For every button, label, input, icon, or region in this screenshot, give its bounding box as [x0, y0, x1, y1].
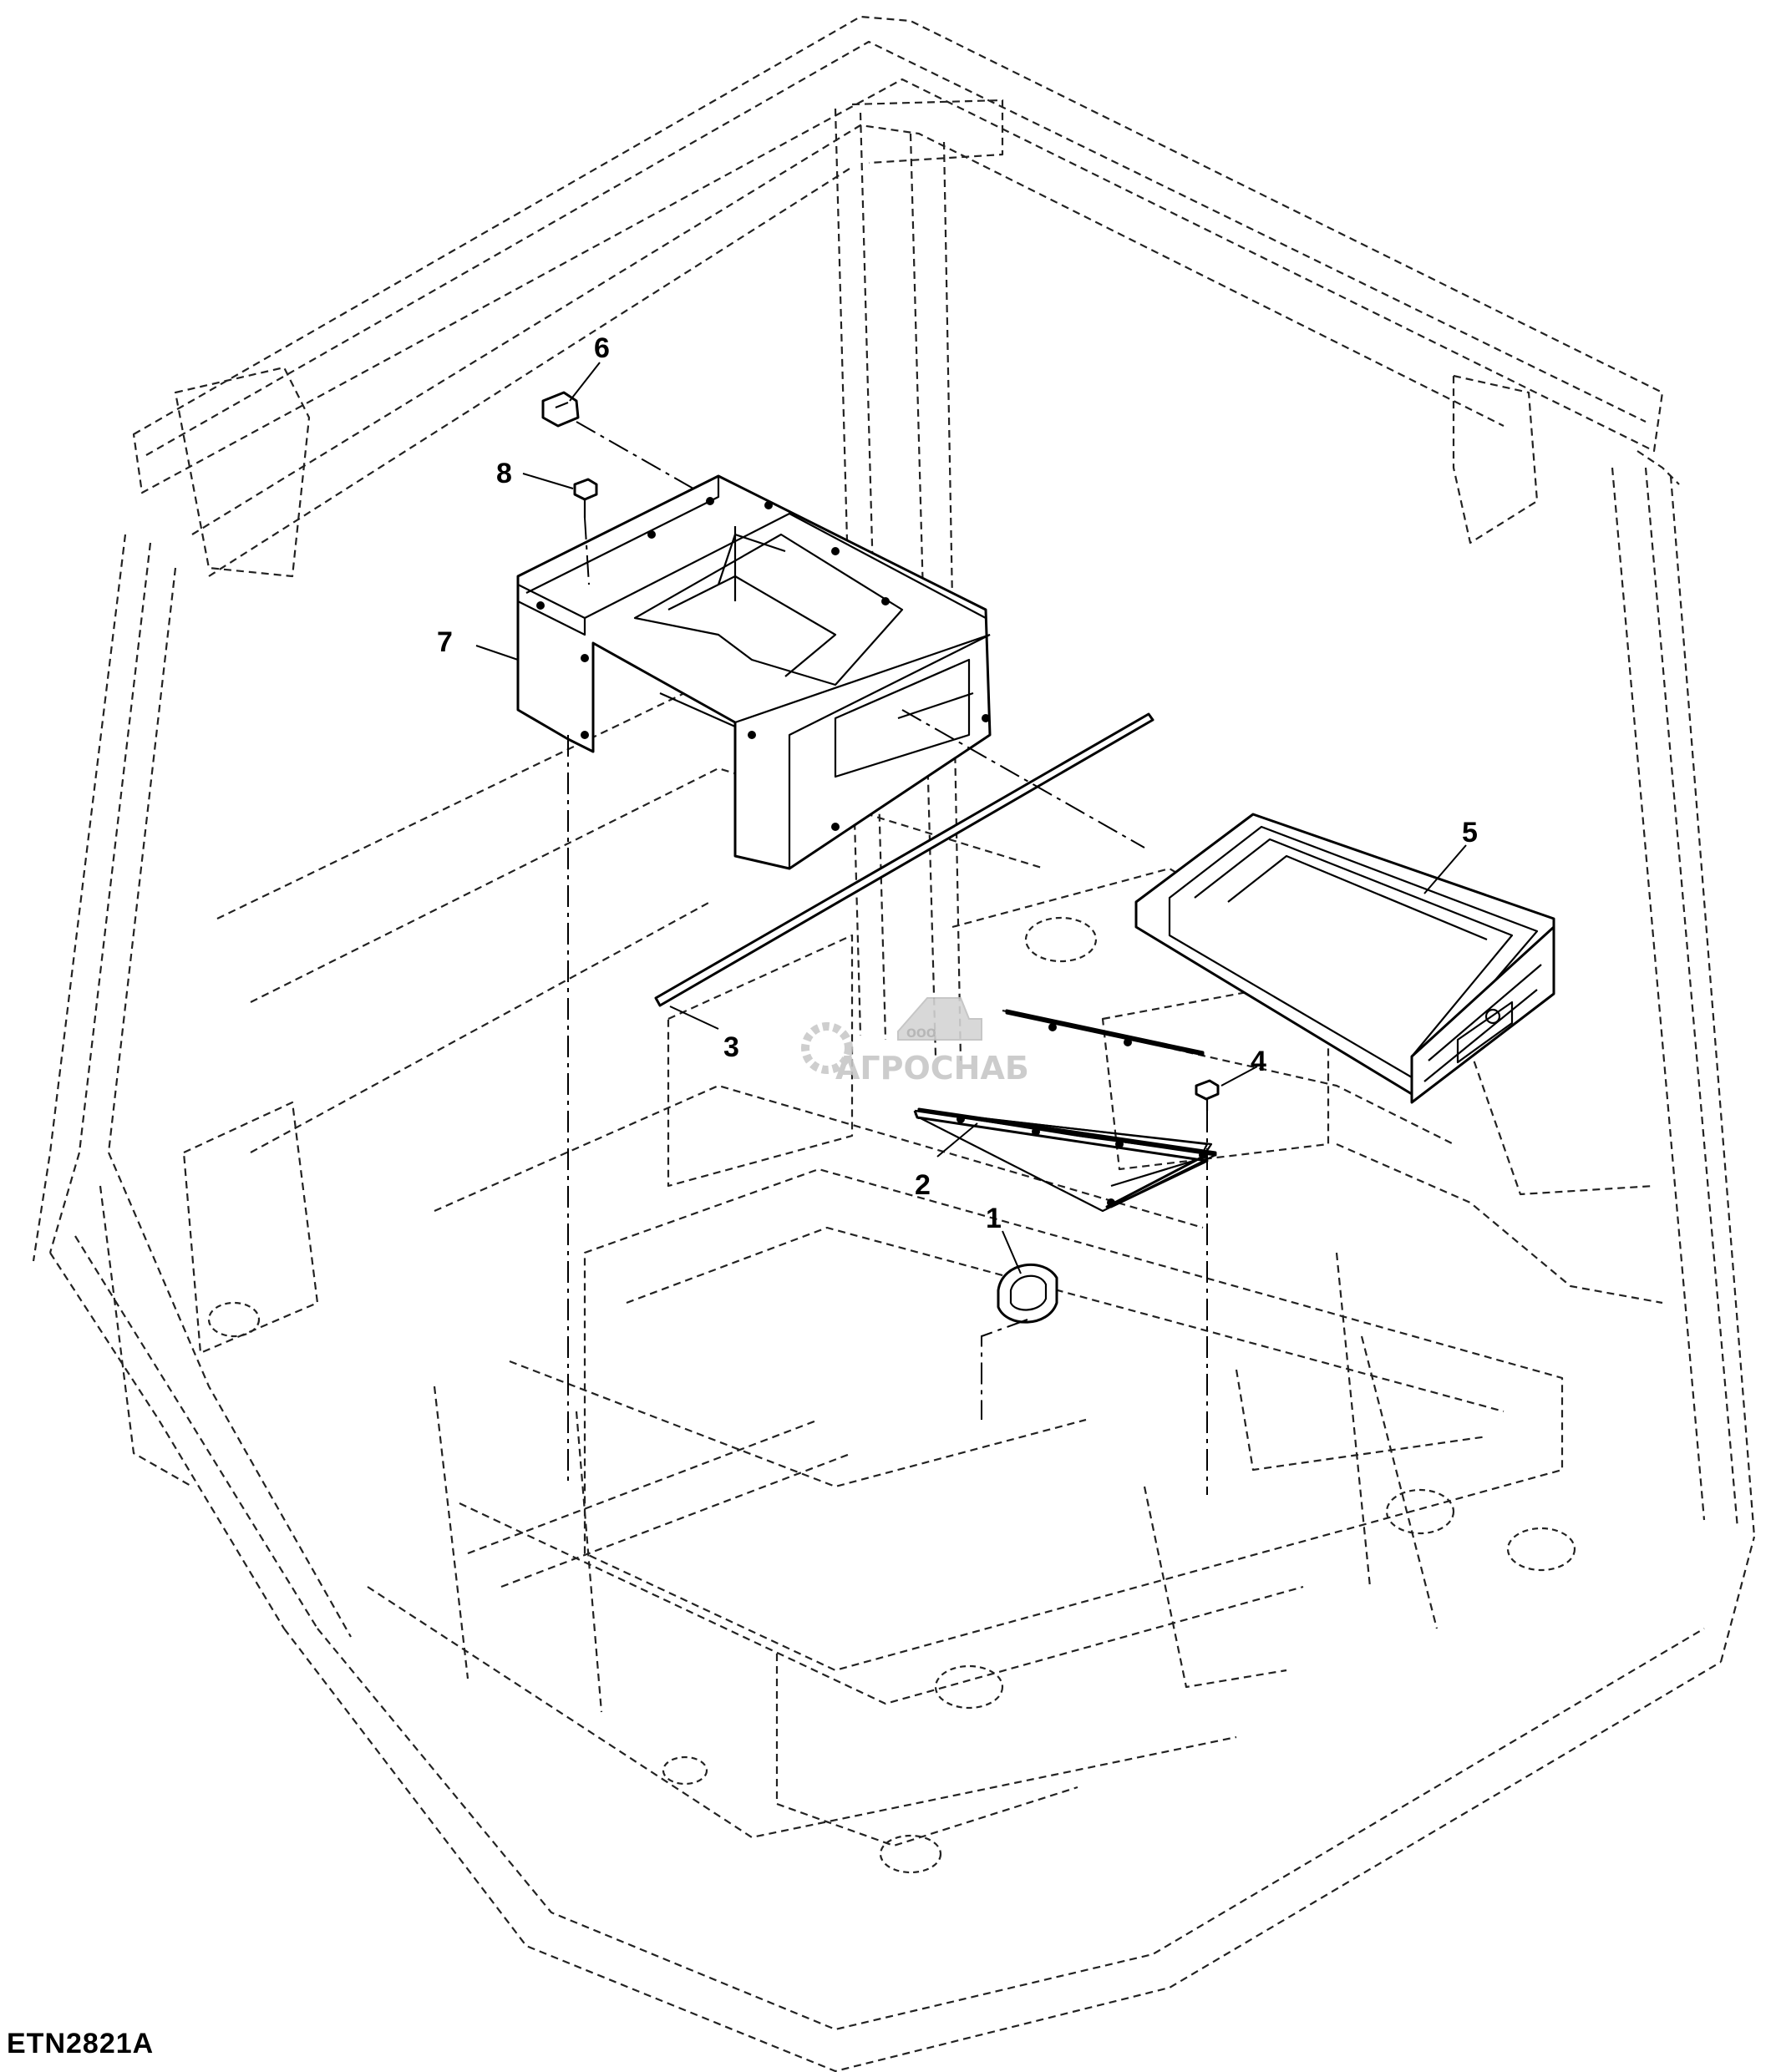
- callout-4: 4: [1251, 1046, 1266, 1077]
- callout-6: 6: [594, 332, 610, 364]
- storage-housing-part-7: [516, 474, 992, 870]
- callout-7: 7: [437, 626, 453, 658]
- assembly-lines: [567, 421, 1208, 1495]
- grommet-part-1: [997, 1264, 1058, 1324]
- clip-nut-part-6: [541, 391, 580, 428]
- callout-8: 8: [496, 458, 512, 489]
- watermark-logo: ООО АГРОСНАБ: [801, 997, 1029, 1087]
- callout-5: 5: [1462, 817, 1478, 849]
- drawer-tray-part-5: [1134, 813, 1555, 1104]
- callout-1: 1: [986, 1203, 1002, 1234]
- cab-frame-phantom: [32, 15, 1756, 2072]
- watermark-prefix: ООО: [906, 1027, 936, 1041]
- watermark-text: АГРОСНАБ: [835, 1050, 1029, 1087]
- bottom-plate-part-2: [913, 1009, 1217, 1213]
- figure-id-label: ETN2821A: [7, 2028, 155, 2059]
- seal-strip-part-3: [654, 712, 1154, 1007]
- callout-leaders: [475, 362, 1467, 1274]
- callout-labels: 1 2 3 4 5 6 7 8: [437, 332, 1478, 1234]
- callout-3: 3: [723, 1031, 739, 1063]
- bolt-part-8: [573, 478, 598, 518]
- callout-2: 2: [915, 1169, 931, 1201]
- screw-part-4: [1195, 1079, 1220, 1111]
